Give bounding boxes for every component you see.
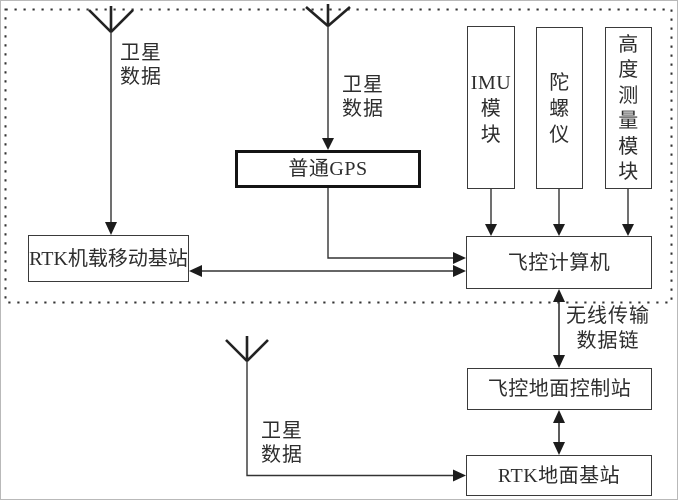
satellite-data-label: 卫星 数据 [261, 420, 303, 466]
connector-wireless-datalink [553, 289, 565, 368]
ground-control-station-box: 飞控地面控制站 [467, 368, 652, 410]
connector-gps-to-flight-computer [327, 188, 466, 264]
flight-computer-box: 飞控计算机 [466, 236, 652, 289]
gps-box: 普通GPS [235, 150, 421, 188]
antenna-icon [225, 336, 269, 362]
connector-gcs-rtk-ground [553, 410, 565, 455]
airborne-section-border [4, 8, 673, 304]
connector-rtk-airborne-flight-computer [189, 265, 466, 277]
satellite-data-label: 卫星 数据 [342, 74, 384, 120]
satellite-data-label: 卫星 数据 [120, 42, 162, 88]
antenna-icon [305, 4, 351, 27]
rtk-ground-base-box: RTK地面基站 [466, 455, 652, 496]
gyroscope-box: 陀 螺 仪 [536, 27, 583, 189]
antenna-icon [88, 6, 134, 33]
connector-altitude-to-flight-computer [622, 189, 634, 236]
connector-antenna-to-rtk-ground [246, 361, 466, 482]
connector-gyro-to-flight-computer [553, 189, 565, 236]
connector-imu-to-flight-computer [485, 189, 497, 236]
connector-antenna-to-rtk-airborne [105, 32, 117, 235]
connector-antenna-to-gps [322, 26, 334, 150]
rtk-airborne-base-box: RTK机载移动基站 [28, 235, 189, 282]
altitude-module-box: 高 度 测 量 模 块 [605, 27, 652, 189]
wireless-datalink-label: 无线传输 数据链 [566, 305, 650, 352]
imu-module-box: IMU 模 块 [467, 26, 515, 189]
